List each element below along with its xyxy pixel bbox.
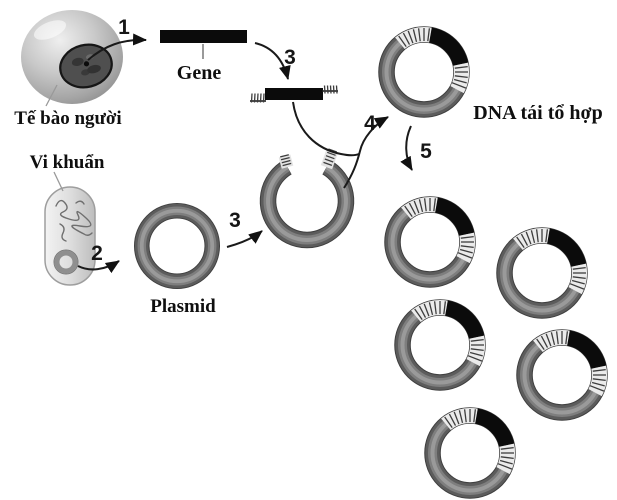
bacterium-illustration xyxy=(44,171,96,286)
recombinant-plasmid xyxy=(387,28,469,110)
cut-plasmid-sticky-end-right xyxy=(323,148,338,167)
cut-plasmid xyxy=(259,148,355,249)
arrow-step-2 xyxy=(77,260,120,274)
recombinant-plasmid-copy xyxy=(403,301,485,383)
recombinant-plasmid-copy xyxy=(525,331,607,413)
step-number-5: 5 xyxy=(420,140,432,163)
arrow-step-5 xyxy=(400,125,413,171)
step-number-1: 1 xyxy=(118,16,130,39)
bacterium-plasmid-small xyxy=(54,250,78,274)
cell-highlight xyxy=(33,20,67,40)
human-cell-illustration xyxy=(21,10,123,107)
label-human-cell: Tế bào người xyxy=(14,108,121,129)
gene-bar xyxy=(160,30,247,59)
label-gene: Gene xyxy=(177,62,222,84)
sticky-end-left xyxy=(250,93,265,103)
bacterium-label-pointer xyxy=(53,171,64,192)
arrow-step-3-plasmid xyxy=(226,230,263,248)
step-number-4: 4 xyxy=(364,112,376,135)
step-number-2: 2 xyxy=(91,242,103,265)
arrow-step-4 xyxy=(343,116,389,189)
recombinant-plasmid-copy xyxy=(505,229,587,311)
recombinant-plasmid-copy xyxy=(393,198,475,280)
cell-nucleus xyxy=(59,43,113,89)
sticky-end-right xyxy=(323,85,338,94)
recombinant-plasmid-copy xyxy=(433,409,515,491)
step-number-3-gene: 3 xyxy=(284,46,296,69)
label-plasmid: Plasmid xyxy=(150,296,216,317)
step-number-3-plasmid: 3 xyxy=(229,209,241,232)
gene-fragment-path-curve xyxy=(292,101,360,157)
cut-plasmid-sticky-end-left xyxy=(280,154,292,167)
gene-fragment xyxy=(250,85,338,103)
arrow-step-1 xyxy=(87,33,147,61)
label-recombinant-dna: DNA tái tổ hợp xyxy=(473,102,602,124)
cell-label-pointer xyxy=(45,84,58,107)
label-bacterium: Vi khuẩn xyxy=(30,152,105,173)
bacterium-chromosome xyxy=(55,199,93,242)
plasmid-ring xyxy=(142,211,213,282)
arrow-step-3-gene xyxy=(254,42,291,80)
